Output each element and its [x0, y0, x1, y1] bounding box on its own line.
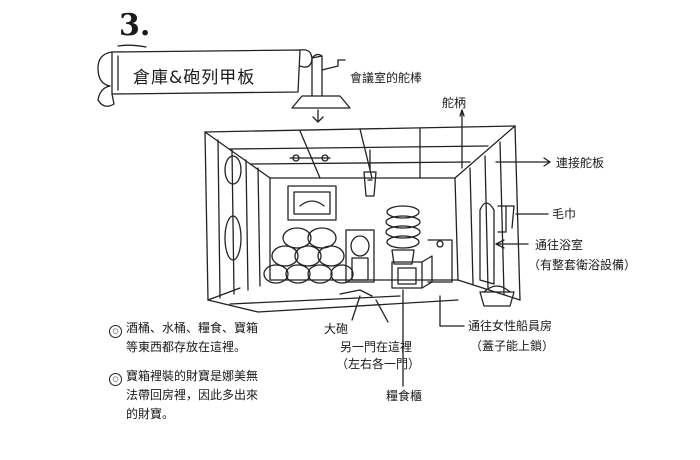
- conference-helm-drawing: [291, 53, 351, 123]
- label-to-female-quarters: 通往女性船員房: [468, 319, 553, 333]
- label-cannon-note: 另一門在這裡: [340, 340, 413, 354]
- note-1-line-1: 酒桶、水桶、糧食、寶箱: [126, 321, 259, 335]
- food-cabinet-drawing: [391, 255, 433, 289]
- section-number: 3.: [119, 8, 151, 43]
- label-lock-note: （蓋子能上鎖）: [470, 339, 555, 353]
- note-2-line-2: 法帶回房裡，因此多出來: [126, 388, 259, 402]
- label-cannon: 大砲: [324, 322, 349, 336]
- note-1: 酒桶、水桶、糧食、寶箱 等東西都存放在這裡。: [126, 319, 258, 357]
- label-connect-helm: 連接舵板: [556, 156, 605, 170]
- note-2: 寶箱裡裝的財寶是娜美無 法帶回房裡，因此多出來 的財寶。: [126, 367, 258, 424]
- room-walls: [204, 125, 521, 313]
- note-bullet-2: ○: [109, 373, 122, 386]
- note-bullet-1: ○: [109, 325, 122, 338]
- label-to-bathroom: 通往浴室: [535, 238, 584, 252]
- barrels-drawing: [263, 227, 354, 284]
- label-conference-helm: 會議室的舵棒: [350, 71, 423, 85]
- label-towel: 毛巾: [552, 207, 577, 221]
- cannon-drawing: [339, 229, 375, 297]
- note-1-line-2: 等東西都存放在這裡。: [126, 340, 247, 354]
- note-2-line-1: 寶箱裡裝的財寶是娜美無: [126, 369, 259, 383]
- label-helm-handle: 舵柄: [442, 96, 467, 110]
- label-bathroom-note: （有整套衛浴設備）: [528, 258, 637, 272]
- title-scroll: [97, 49, 313, 107]
- page-title: 倉庫&砲列甲板: [133, 68, 256, 88]
- note-2-line-3: 的財寶。: [126, 407, 175, 421]
- label-food-cabinet: 糧食櫃: [386, 389, 423, 403]
- label-cannon-note2: （左右各一門）: [336, 357, 421, 371]
- stacked-items-drawing: [385, 205, 421, 265]
